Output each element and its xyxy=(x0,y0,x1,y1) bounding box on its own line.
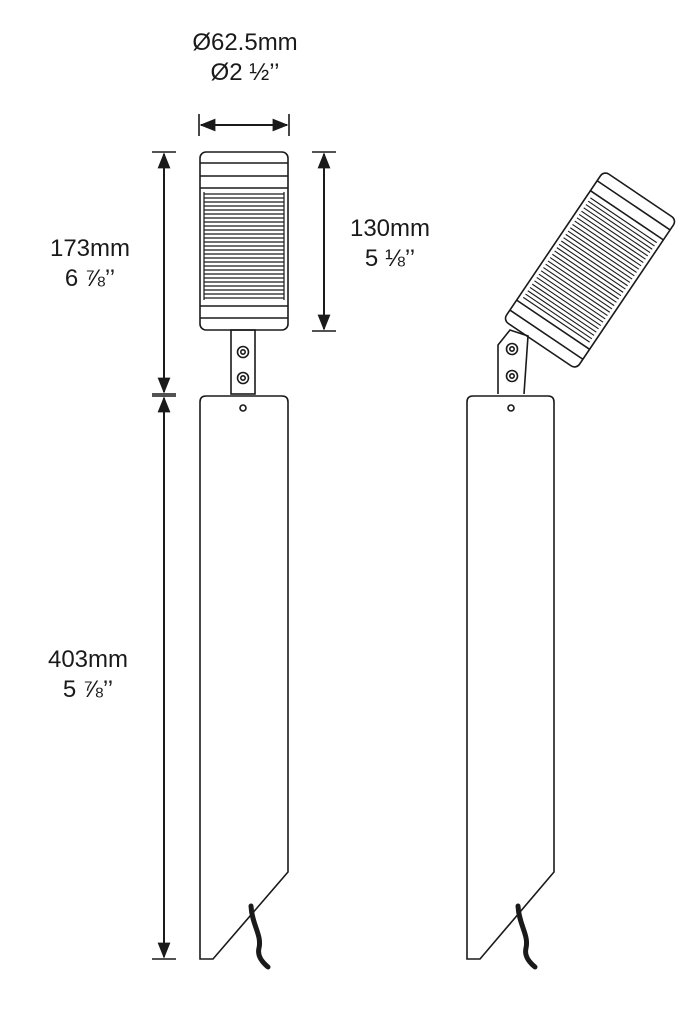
side-view-cable xyxy=(515,903,538,970)
diameter-imperial: Ø2 ½’’ xyxy=(210,59,280,86)
head-body-imperial: 5 ⅛’’ xyxy=(364,245,416,272)
side-view-ground-spike xyxy=(466,395,555,960)
head-height-dimension-line xyxy=(152,151,176,395)
head-body-label: 130mm 5 ⅛’’ xyxy=(320,214,460,274)
head-body-dimension-line xyxy=(312,151,336,332)
spike-length-label: 403mm 5 ⅞’’ xyxy=(18,645,158,705)
diameter-label: Ø62.5mm Ø2 ½’’ xyxy=(160,28,330,88)
cooling-fins xyxy=(203,192,285,300)
head-body-metric: 130mm xyxy=(349,215,431,242)
spike-length-dimension-line xyxy=(152,395,176,960)
front-view-cable xyxy=(248,903,271,970)
front-view-knuckle-joint xyxy=(230,329,256,395)
diameter-dimension-line xyxy=(198,114,290,136)
side-view-knuckle-joint xyxy=(497,329,529,395)
front-view-ground-spike xyxy=(199,395,289,960)
side-view-lamp-head xyxy=(504,172,676,368)
diameter-metric: Ø62.5mm xyxy=(192,29,298,56)
head-height-imperial: 6 ⅞’’ xyxy=(64,265,116,292)
front-view-lamp-head xyxy=(199,151,289,331)
spike-length-imperial: 5 ⅞’’ xyxy=(62,676,114,703)
head-height-label: 173mm 6 ⅞’’ xyxy=(20,234,160,294)
head-height-metric: 173mm xyxy=(49,235,131,262)
spike-length-metric: 403mm xyxy=(47,646,129,673)
